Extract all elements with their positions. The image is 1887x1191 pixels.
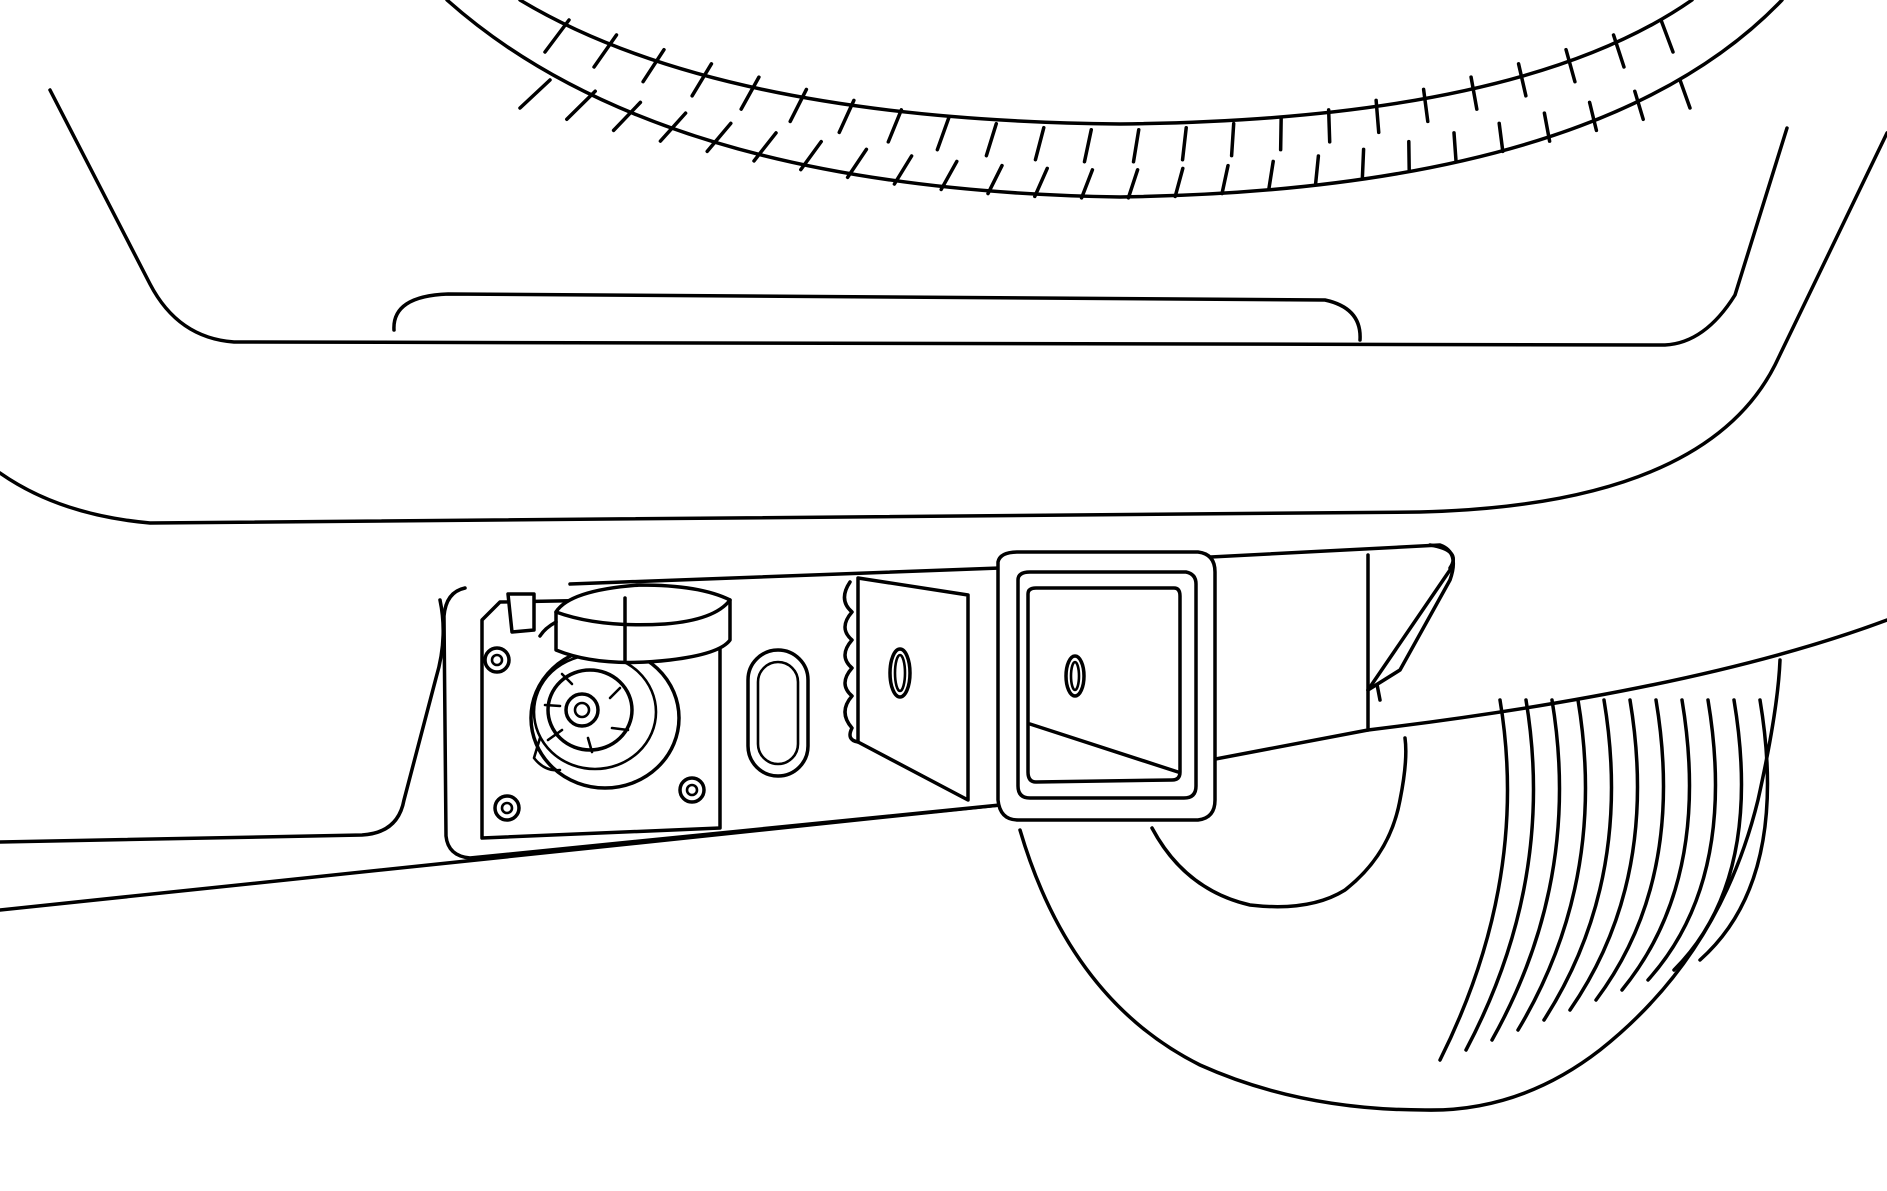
- tread-mark: [1131, 127, 1141, 164]
- connector-bolt: [493, 794, 521, 822]
- tread-groove: [1490, 698, 1562, 1042]
- tread-mark: [1564, 47, 1577, 84]
- tread-mark: [1033, 125, 1046, 162]
- tread-mark: [690, 62, 714, 98]
- tread-mark: [788, 87, 809, 124]
- tread-groove: [1646, 698, 1718, 982]
- tread-mark: [739, 75, 761, 111]
- tread-mark: [984, 121, 999, 158]
- tread-mark: [1469, 75, 1479, 111]
- tread-mark: [752, 131, 778, 163]
- tread-mark: [611, 100, 643, 133]
- connector-bolt: [678, 776, 706, 804]
- tread-mark: [1126, 168, 1140, 200]
- hitch-receiver: [842, 543, 1456, 822]
- tread-mark: [543, 18, 571, 54]
- tread-mark: [705, 121, 733, 154]
- tread-mark: [1516, 62, 1528, 98]
- tread-mark: [592, 33, 619, 69]
- tread-mark: [1542, 111, 1552, 143]
- connector-bolt: [483, 646, 511, 674]
- tread-mark: [837, 98, 856, 135]
- tread-mark: [939, 159, 959, 192]
- tread-groove: [1620, 698, 1692, 992]
- tread-mark: [658, 111, 688, 143]
- slot-opening: [746, 648, 810, 778]
- tread-mark: [1374, 98, 1381, 135]
- tread-groove: [1594, 698, 1666, 1002]
- tread-mark: [799, 139, 823, 172]
- tread-mark: [1033, 166, 1049, 199]
- tread-mark: [892, 154, 914, 186]
- tread-mark: [1267, 159, 1275, 192]
- bumper-step-pad: [392, 292, 1362, 342]
- tread-mark: [1278, 115, 1283, 152]
- tread-mark: [986, 163, 1004, 196]
- tread-mark: [1326, 108, 1332, 144]
- tread-groove: [1568, 698, 1640, 1012]
- tread-mark: [1497, 121, 1505, 154]
- tread-groove: [1698, 698, 1770, 962]
- tread-mark: [1173, 166, 1185, 199]
- tread-mark: [1633, 89, 1645, 122]
- tread-mark: [1079, 168, 1095, 200]
- tread-mark: [565, 89, 597, 122]
- tread-mark: [935, 115, 951, 152]
- tread-mark: [1180, 125, 1188, 162]
- round-socket: [529, 646, 681, 790]
- tread-groove: [1464, 698, 1536, 1052]
- rear-wheel: [1018, 658, 1782, 1112]
- tread-groove: [1438, 698, 1510, 1062]
- tread-mark: [886, 108, 904, 144]
- connector-cover: [506, 583, 732, 665]
- tread-mark: [1659, 18, 1675, 54]
- spare-tire-tread: [518, 18, 1692, 200]
- tread-groove: [1672, 698, 1744, 972]
- tread-groove: [1516, 698, 1588, 1032]
- wheel-tread: [1438, 698, 1770, 1062]
- tread-mark: [1452, 131, 1458, 163]
- tread-mark: [1220, 163, 1230, 196]
- tread-mark: [1421, 87, 1430, 124]
- tread-mark: [641, 47, 666, 84]
- tread-mark: [1678, 78, 1692, 110]
- tread-mark: [518, 78, 552, 110]
- tread-mark: [1611, 33, 1626, 69]
- tread-mark: [1360, 147, 1366, 180]
- tread-mark: [845, 147, 869, 180]
- tread-mark: [1229, 121, 1236, 158]
- spare-tire: [445, 0, 1784, 200]
- tread-mark: [1082, 127, 1094, 164]
- tread-groove: [1542, 698, 1614, 1022]
- tread-mark: [1313, 154, 1321, 186]
- tread-mark: [1587, 100, 1599, 133]
- tailgate-panel: [48, 88, 1789, 347]
